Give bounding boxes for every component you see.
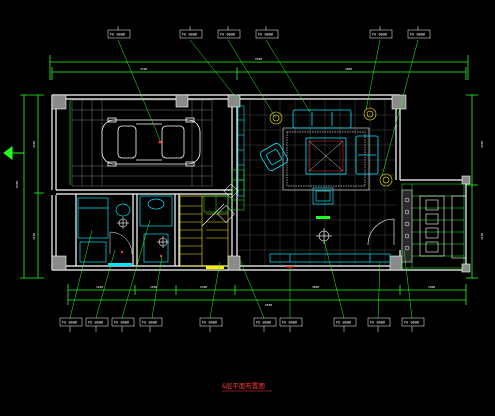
- right-dimension-chain: [466, 94, 478, 279]
- top-leader-lines: [117, 39, 419, 177]
- svg-text:FU 0006: FU 0006: [410, 33, 425, 37]
- svg-text:FU 0006: FU 0006: [372, 33, 387, 37]
- bottom-tag-1: FU 0006: [59, 317, 83, 327]
- bottom-segment-dimension-1: 1200: [96, 285, 103, 289]
- stair-threshold: [206, 266, 224, 269]
- bottom-tag-6: FU 0006: [253, 317, 277, 327]
- top-tag-5: FU 0006: [369, 29, 393, 39]
- living-floor-grid: [238, 100, 396, 265]
- right-segment-dimension-2: 3100: [480, 233, 484, 240]
- svg-text:FU 0006: FU 0006: [370, 321, 385, 325]
- garage-floor-grid: [71, 99, 213, 187]
- top-overall-dimension: 9500: [255, 57, 262, 61]
- balcony-table-set: [419, 195, 445, 257]
- main-sofa: [292, 109, 352, 129]
- svg-text:FU 0006: FU 0006: [258, 33, 273, 37]
- bottom-tag-5: FU 0006: [199, 317, 223, 327]
- bottom-tag-9: FU 0006: [367, 317, 391, 327]
- bottom-segment-dimension-4: 3800: [312, 285, 319, 289]
- top-tag-4: FU 0006: [255, 29, 279, 39]
- service-marker-2: [159, 254, 163, 258]
- bottom-tag-4: FU 0006: [139, 317, 163, 327]
- bottom-tag-10: FU 0006: [401, 317, 425, 327]
- ottoman: [312, 187, 334, 205]
- top-segment-dimension-2: 4800: [345, 67, 352, 71]
- balcony-door: [367, 218, 395, 246]
- top-tag-3: FU 0006: [217, 29, 241, 39]
- bottom-tag-7: FU 0006: [279, 317, 303, 327]
- svg-text:FU 0006: FU 0006: [182, 33, 197, 37]
- bottom-overall-dimension: 9500: [265, 303, 272, 307]
- service-threshold: [108, 263, 132, 266]
- svg-text:FU 0006: FU 0006: [336, 321, 351, 325]
- top-tag-1: FU 0006: [107, 29, 131, 39]
- wc-door-swing: [109, 231, 133, 255]
- svg-text:FU 0006: FU 0006: [256, 321, 271, 325]
- structural-columns: [51, 94, 471, 273]
- svg-text:FU 0006: FU 0006: [88, 321, 103, 325]
- bottom-dimension-chain: [67, 284, 467, 305]
- top-dimension-chain: [49, 55, 469, 80]
- coffee-table: [305, 137, 347, 175]
- armchair: [260, 143, 288, 171]
- svg-text:FU 0006: FU 0006: [110, 33, 125, 37]
- entry-arrow-icon: [3, 146, 24, 160]
- bathroom-fixtures: [79, 195, 173, 263]
- svg-text:FU 0006: FU 0006: [404, 321, 419, 325]
- right-segment-dimension-1: 3300: [480, 141, 484, 148]
- spine-wall-cabinet: [237, 105, 245, 197]
- tv-cabinet: [269, 253, 391, 263]
- planter-symbol: [217, 183, 239, 223]
- bottom-segment-dimension-5: 1000: [428, 285, 435, 289]
- side-sofa: [355, 135, 379, 175]
- bottom-tag-8: FU 0006: [333, 317, 357, 327]
- ceiling-light-icon: [117, 217, 332, 248]
- wardrobe: [77, 197, 109, 239]
- service-marker-1: [120, 250, 124, 254]
- top-tag-6: FU 0006: [407, 29, 431, 39]
- ottoman-tag: [316, 216, 330, 219]
- bottom-segment-dimension-2: 1200: [150, 285, 157, 289]
- svg-text:FU 0006: FU 0006: [282, 321, 297, 325]
- bottom-tag-3: FU 0006: [111, 317, 135, 327]
- svg-text:FU 0006: FU 0006: [142, 321, 157, 325]
- balcony-lounger: [451, 195, 467, 259]
- balcony-planter: [401, 189, 413, 263]
- plant-icon: [269, 107, 393, 187]
- top-segment-dimension-1: 4700: [140, 67, 147, 71]
- left-dimension-chain: [20, 94, 44, 279]
- svg-text:FU 0006: FU 0006: [220, 33, 235, 37]
- stair-landing-tile: [203, 195, 229, 213]
- bottom-tag-2: FU 0006: [85, 317, 109, 327]
- svg-text:FU 0006: FU 0006: [114, 321, 129, 325]
- bottom-tag-stubs: [69, 326, 413, 332]
- left-segment-dimension-1: 3300: [32, 141, 36, 148]
- staircase: [179, 195, 229, 267]
- car-icon: [101, 117, 201, 167]
- top-tag-2: FU 0006: [179, 29, 203, 39]
- svg-text:FU 0006: FU 0006: [62, 321, 77, 325]
- svg-text:FU 0006: FU 0006: [202, 321, 217, 325]
- left-segment-dimension-2: 3100: [32, 233, 36, 240]
- drawing-title: &层平面布置图: [222, 381, 265, 390]
- garage-center-marker: [158, 140, 162, 144]
- bottom-leader-lines: [69, 219, 413, 319]
- left-overall-dimension: 6400: [15, 181, 19, 188]
- bottom-segment-dimension-3: 2300: [200, 285, 207, 289]
- top-tag-stubs: [117, 26, 419, 30]
